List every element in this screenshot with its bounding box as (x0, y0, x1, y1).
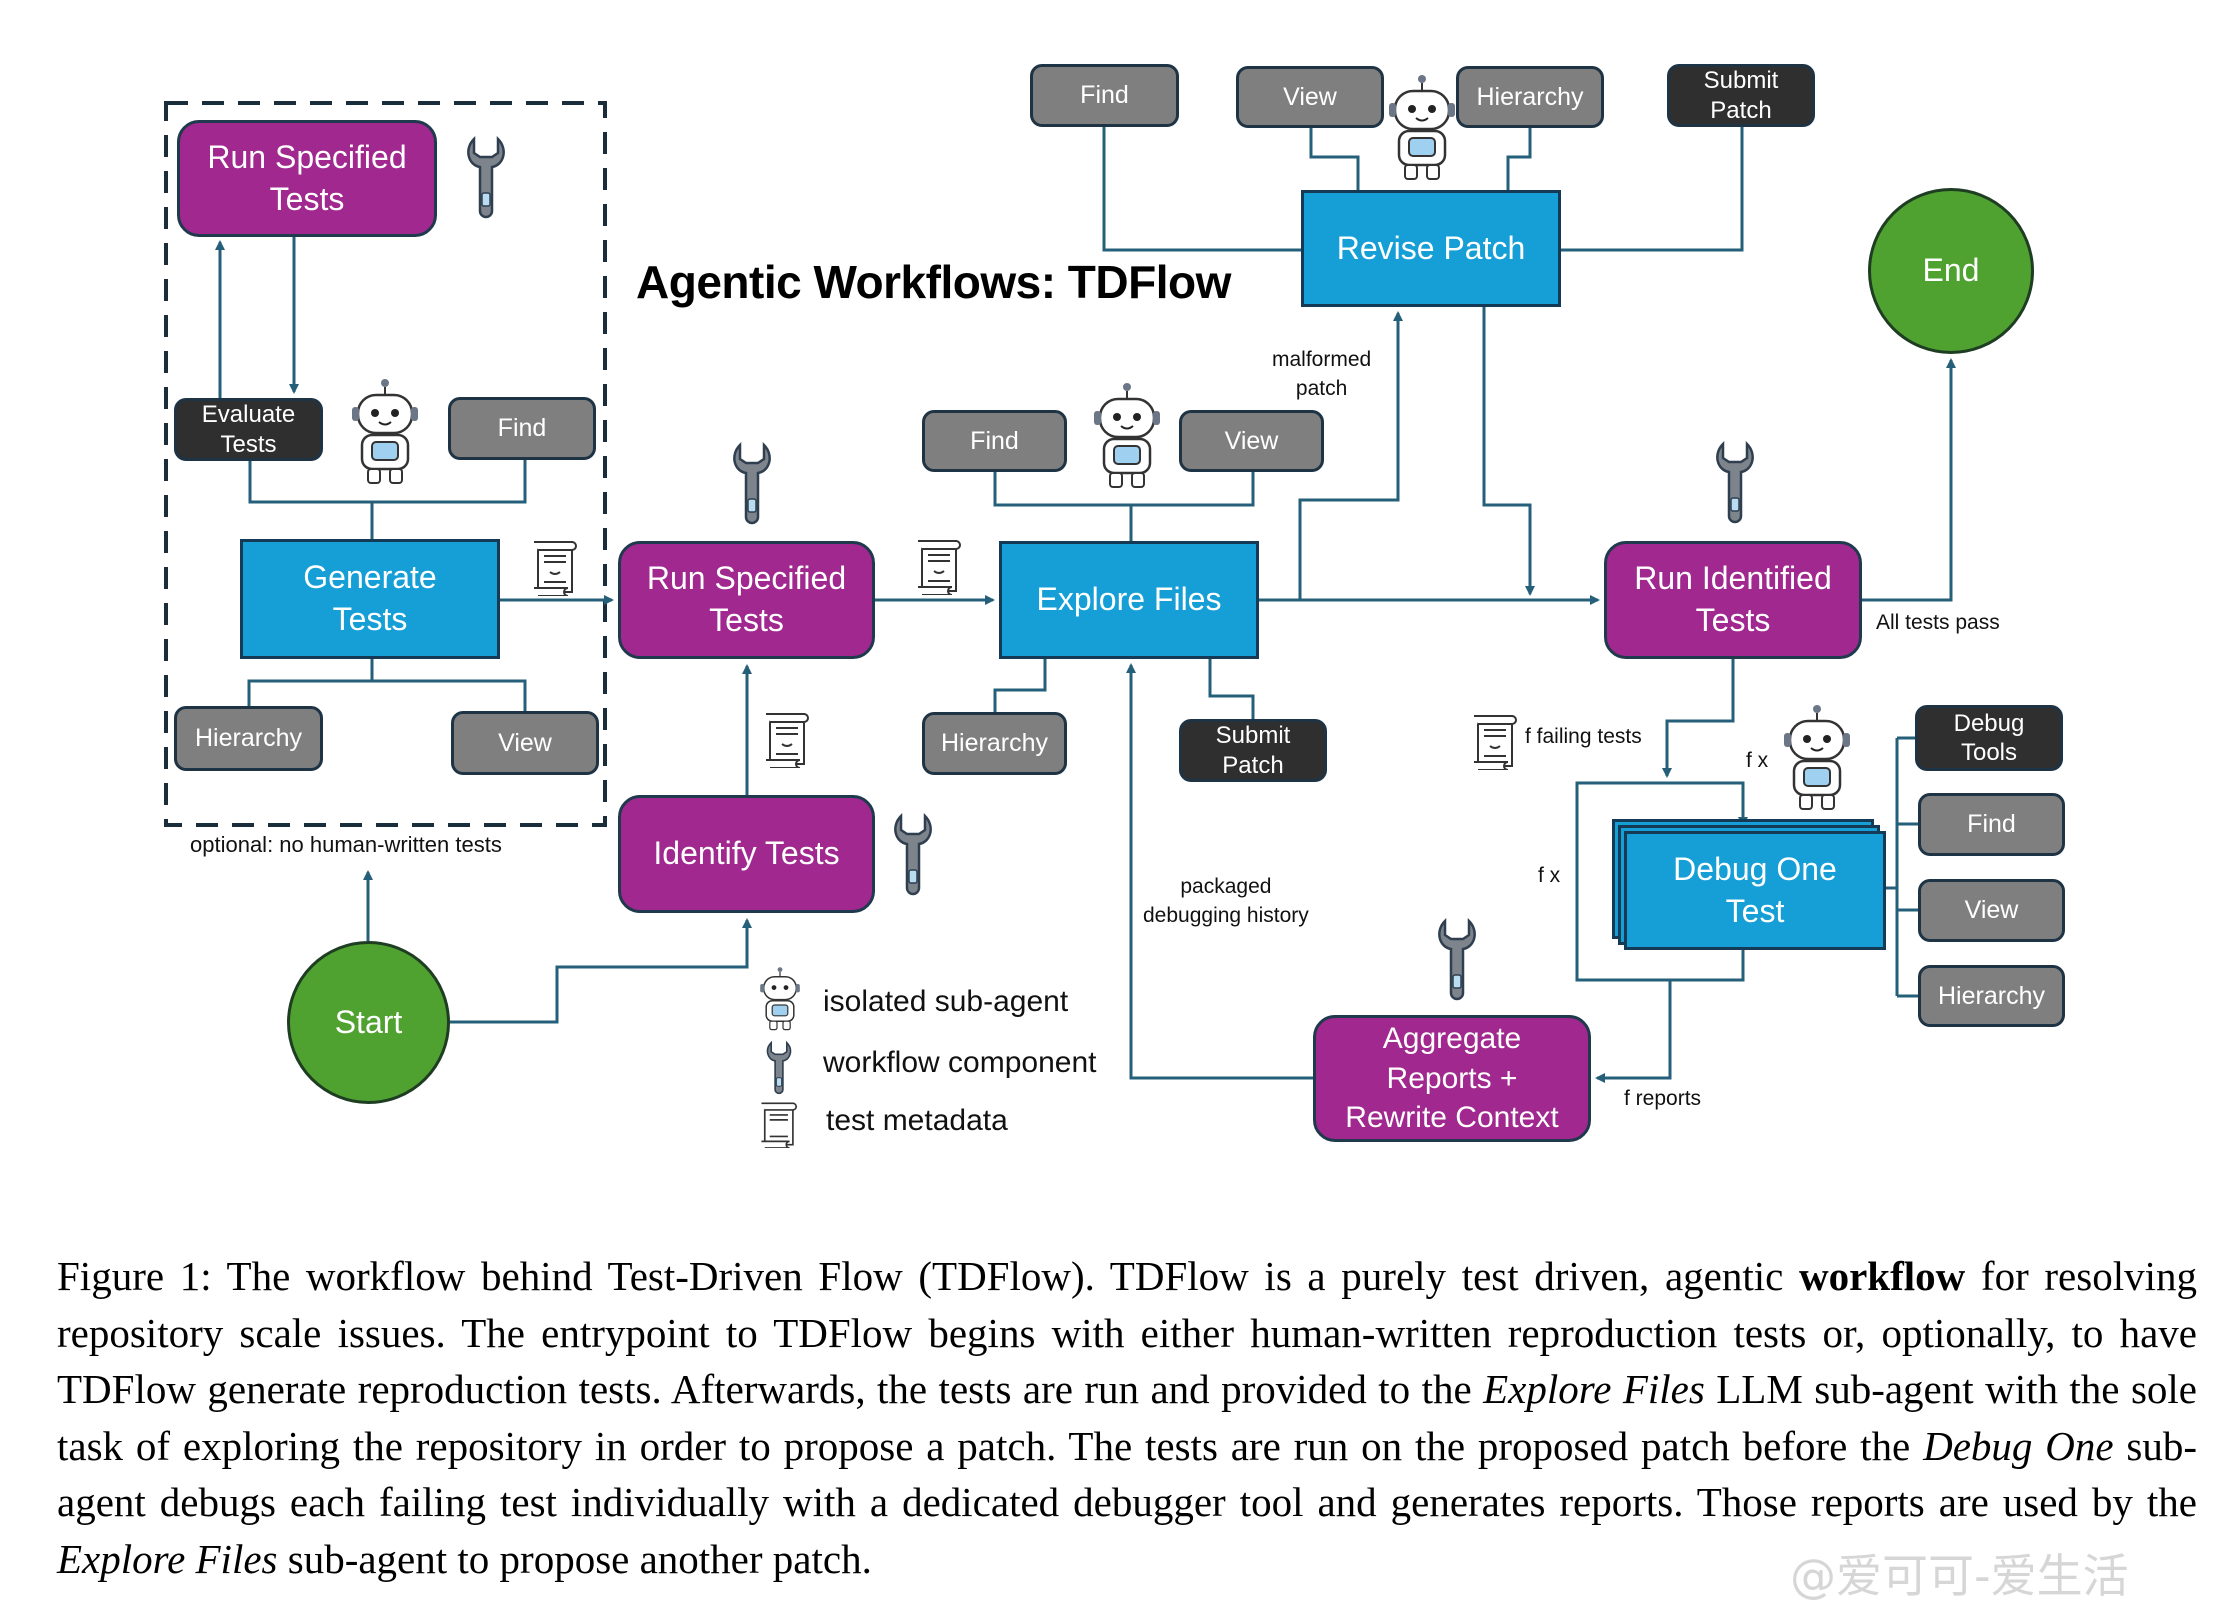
find-tool-generate: Find (448, 397, 596, 460)
edge-revise-hierarchy (1506, 128, 1532, 190)
caption-segment: LLM sub-agent with the sole task of expl… (57, 1366, 2197, 1469)
label-fx-top: f x (1746, 749, 1769, 772)
scroll-icon (761, 1102, 797, 1148)
edge-explore-submit (1208, 659, 1255, 719)
legend-label-test-metadata: test metadata (826, 1104, 1008, 1137)
view-tool-generate: View (451, 711, 599, 775)
edge-explore-hierarchy (993, 659, 1047, 712)
caption-segment: for resolving repository scale issues. T… (57, 1253, 2197, 1412)
scroll-icon (766, 713, 809, 768)
caption-segment: Explore Files (57, 1535, 278, 1582)
edge-revise-view (1309, 128, 1360, 190)
label-malformed-patch: malformed patch (1272, 348, 1372, 401)
watermark: @爱可可-爱生活 (1790, 1549, 2129, 1603)
scroll-icon (534, 541, 577, 596)
wrench-icon (894, 812, 932, 896)
edge-start-to-identify (449, 918, 752, 1024)
revise-patch-agent: Revise Patch (1301, 190, 1561, 307)
find-tool-revise: Find (1030, 64, 1179, 127)
caption-segment: workflow (1799, 1253, 1966, 1299)
robot-icon (1389, 75, 1455, 180)
wrench-icon (733, 441, 771, 525)
wrench-icon (766, 1040, 792, 1095)
edge-gen-tools-bottom (247, 659, 527, 711)
submit-patch-tool-explore: Submit Patch (1179, 719, 1327, 782)
generate-tests-agent: Generate Tests (240, 539, 500, 659)
caption-segment: sub-agent to propose another patch. (277, 1535, 872, 1582)
view-tool-revise: View (1236, 66, 1384, 128)
hierarchy-tool-explore: Hierarchy (922, 712, 1067, 775)
hierarchy-tool-generate: Hierarchy (174, 706, 323, 771)
robot-icon (1784, 705, 1850, 810)
label-packaged-history: packaged debugging history (1143, 875, 1309, 928)
wrench-icon (1716, 440, 1754, 524)
start-node: Start (287, 941, 450, 1104)
view-tool-explore: View (1179, 410, 1324, 472)
label-fx-left: f x (1538, 864, 1561, 887)
scroll-icon (918, 540, 961, 595)
caption-segment: sub-agent debugs each failing test indiv… (57, 1422, 2197, 1526)
label-failing-tests: f failing tests (1525, 725, 1642, 748)
robot-icon (1094, 383, 1160, 488)
wrench-icon (1438, 917, 1476, 1001)
robot-icon (760, 967, 800, 1031)
label-reports: f reports (1624, 1087, 1702, 1110)
debug-one-test-agent: Debug One Test (1624, 831, 1886, 950)
wrench-icon (467, 135, 505, 219)
edge-run-identified-to-end (1862, 358, 1956, 602)
robot-icon (352, 379, 418, 484)
run-specified-tests: Run Specified Tests (618, 541, 875, 659)
submit-patch-tool-revise: Submit Patch (1667, 64, 1815, 127)
hierarchy-tool-revise: Hierarchy (1456, 66, 1604, 128)
hierarchy-tool-debug: Hierarchy (1918, 965, 2065, 1027)
explore-files-agent: Explore Files (999, 541, 1259, 659)
find-tool-explore: Find (922, 410, 1067, 472)
run-specified-tests-optional: Run Specified Tests (177, 120, 437, 237)
find-tool-debug: Find (1918, 793, 2065, 856)
end-node: End (1868, 188, 2034, 354)
caption-segment: Figure 1: The workflow behind Test-Drive… (57, 1253, 1799, 1299)
figure-caption: Figure 1: The workflow behind Test-Drive… (57, 1248, 2197, 1587)
view-tool-debug: View (1918, 879, 2065, 942)
edge-revise-find (1102, 127, 1301, 252)
edge-revise-submit (1561, 127, 1744, 252)
caption-segment: Explore Files (1483, 1366, 1705, 1412)
aggregate-reports-node: Aggregate Reports + Rewrite Context (1313, 1015, 1591, 1142)
edge-debug-tools-bus (1886, 736, 1918, 998)
legend-label-sub-agent: isolated sub-agent (823, 985, 1069, 1018)
edge-run-identified-to-debug (1662, 659, 1735, 778)
label-all-tests-pass: All tests pass (1876, 611, 2000, 634)
identify-tests: Identify Tests (618, 795, 875, 913)
edge-debug-to-aggregate (1595, 980, 1672, 1083)
legend-label-workflow-component: workflow component (823, 1046, 1097, 1079)
optional-region-label: optional: no human-written tests (190, 832, 502, 857)
edge-revise-to-run-identified (1482, 307, 1535, 596)
diagram-title: Agentic Workflows: TDFlow (636, 256, 1231, 308)
caption-segment: Debug One (1923, 1422, 2114, 1469)
evaluate-tests-tool: Evaluate Tests (174, 398, 323, 461)
scroll-icon (1474, 715, 1517, 770)
run-identified-tests: Run Identified Tests (1604, 541, 1862, 659)
debug-tools-tool: Debug Tools (1915, 705, 2063, 771)
